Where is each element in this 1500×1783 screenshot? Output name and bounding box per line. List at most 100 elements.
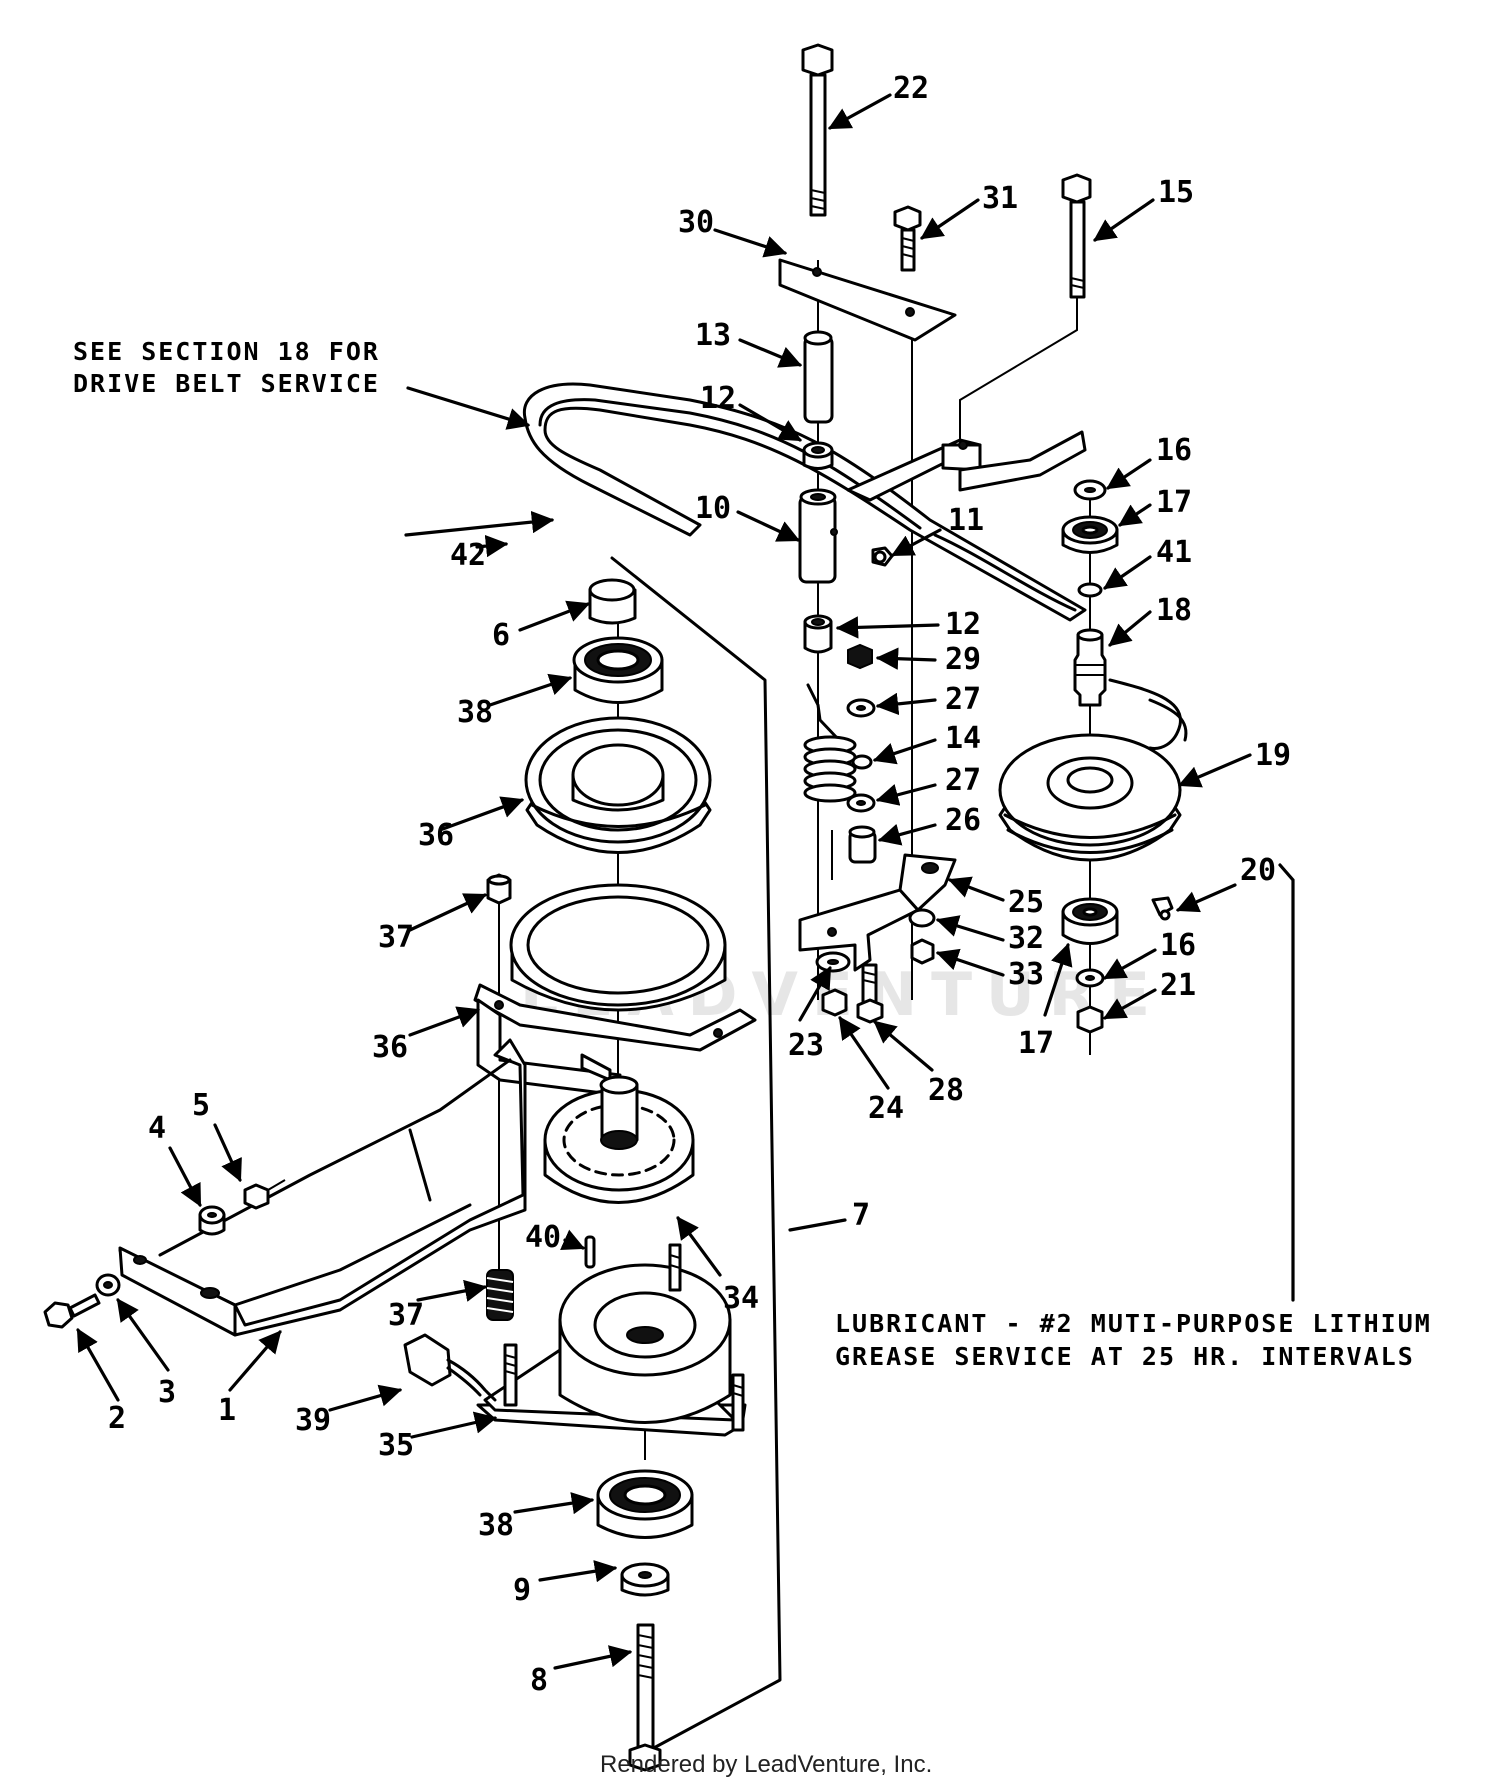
- callout-33: 33: [1008, 957, 1044, 992]
- connector-39: [403, 1333, 497, 1402]
- bolt-31: [893, 205, 922, 272]
- callout-26: 26: [945, 803, 981, 838]
- callout-39: 39: [295, 1403, 331, 1438]
- callout-32: 32: [1008, 921, 1044, 956]
- callout-30: 30: [678, 205, 714, 240]
- callout-9: 9: [513, 1573, 531, 1608]
- lubricant-note: LUBRICANT - #2 MUTI-PURPOSE LITHIUM GREA…: [835, 1309, 1432, 1371]
- washer-16-top: [1073, 479, 1107, 501]
- callout-17-top: 17: [1156, 485, 1192, 520]
- spacer-26: [848, 825, 877, 864]
- washer-32: [908, 908, 936, 928]
- callout-36-bracket: 36: [372, 1030, 408, 1065]
- callout-7: 7: [852, 1198, 870, 1233]
- callout-29: 29: [945, 642, 981, 677]
- grease-fitting-11: [871, 546, 894, 567]
- belt-note-line-1: SEE SECTION 18 FOR: [73, 337, 380, 366]
- callout-38-bottom: 38: [478, 1508, 514, 1543]
- callout-19: 19: [1255, 738, 1291, 773]
- callout-6: 6: [492, 618, 510, 653]
- bolt-22: [801, 43, 834, 217]
- footer-credit: Rendered by LeadVenture, Inc.: [600, 1751, 932, 1778]
- washer-27-upper: [846, 698, 876, 718]
- callout-2: 2: [108, 1401, 126, 1436]
- pulley-19: [998, 733, 1182, 862]
- callout-38-top: 38: [457, 695, 493, 730]
- callout-13: 13: [695, 318, 731, 353]
- spacer-13: [803, 330, 834, 424]
- washer-23: [815, 951, 851, 973]
- callout-1: 1: [218, 1393, 236, 1428]
- callout-37-spring: 37: [388, 1298, 424, 1333]
- callout-12-top: 12: [700, 381, 736, 416]
- washer-16-bottom: [1075, 968, 1105, 988]
- callout-16-top: 16: [1156, 433, 1192, 468]
- callout-27-upper: 27: [945, 682, 981, 717]
- washer-9: [620, 1562, 670, 1597]
- callout-31: 31: [982, 181, 1018, 216]
- lubricant-note-line-1: LUBRICANT - #2 MUTI-PURPOSE LITHIUM: [835, 1309, 1432, 1338]
- clutch-armature-34: [543, 1075, 695, 1204]
- callout-37-top: 37: [378, 920, 414, 955]
- callout-5: 5: [192, 1088, 210, 1123]
- plate-30: [778, 258, 957, 342]
- field-coil-35: [476, 1243, 747, 1437]
- pin-40: [584, 1235, 596, 1269]
- callout-20: 20: [1240, 853, 1276, 888]
- snap-ring-41: [1077, 582, 1103, 598]
- callout-4: 4: [148, 1111, 166, 1146]
- nut-24: [821, 988, 848, 1017]
- leader-arrows: [76, 93, 1295, 1670]
- callout-12-bottom: 12: [945, 607, 981, 642]
- callout-28: 28: [928, 1073, 964, 1108]
- callout-36-top: 36: [418, 818, 454, 853]
- callout-42: 42: [450, 538, 486, 573]
- callout-27-lower: 27: [945, 763, 981, 798]
- callout-24: 24: [868, 1091, 904, 1126]
- callout-17-bottom: 17: [1018, 1026, 1054, 1061]
- callout-34: 34: [723, 1281, 759, 1316]
- bearing-38-bottom: [596, 1469, 694, 1539]
- shaft-18: [1073, 628, 1107, 707]
- callout-21: 21: [1160, 968, 1196, 1003]
- callout-18: 18: [1156, 593, 1192, 628]
- bracket-25: [798, 853, 957, 972]
- callout-8: 8: [530, 1663, 548, 1698]
- bearing-17-bottom: [1061, 897, 1119, 945]
- lubricant-note-line-2: GREASE SERVICE AT 25 HR. INTERVALS: [835, 1342, 1415, 1371]
- bolt-8: [628, 1623, 662, 1772]
- frame-outline-7: [610, 556, 782, 1752]
- grease-fitting-20: [1151, 896, 1174, 921]
- mounting-bracket-1: [118, 1038, 612, 1337]
- nut-21: [1076, 1005, 1104, 1034]
- callout-14: 14: [945, 721, 981, 756]
- clutch-bracket-36: [473, 883, 757, 1097]
- washer-27-lower: [846, 793, 876, 813]
- callout-15: 15: [1158, 175, 1194, 210]
- idler-arm: [846, 430, 1087, 502]
- callout-16-bottom: 16: [1160, 928, 1196, 963]
- callout-25: 25: [1008, 885, 1044, 920]
- belt-note-line-2: DRIVE BELT SERVICE: [73, 369, 380, 398]
- bolt-15: [1061, 173, 1092, 299]
- nut-5: [243, 1183, 270, 1210]
- callout-41: 41: [1156, 535, 1192, 570]
- axis-line-5: [267, 1179, 286, 1191]
- spacer-6: [588, 578, 637, 625]
- callout-40: 40: [525, 1220, 561, 1255]
- spring-14: [803, 683, 860, 803]
- bearing-17-top: [1061, 515, 1119, 554]
- callout-3: 3: [158, 1375, 176, 1410]
- washer-3: [95, 1273, 121, 1297]
- belt-service-note: SEE SECTION 18 FOR DRIVE BELT SERVICE: [73, 337, 380, 398]
- bushing-12-bottom: [803, 614, 833, 654]
- callout-10: 10: [695, 491, 731, 526]
- callout-labels: 22 30 31 15 13 12 10 11 12 29 27 14 27 2…: [108, 71, 1291, 1698]
- bushing-12-top: [802, 441, 834, 470]
- callout-22: 22: [893, 71, 929, 106]
- small-washer-14: [851, 754, 873, 770]
- bolt-28: [856, 963, 884, 1024]
- bolt-2: [43, 1293, 101, 1329]
- callout-35: 35: [378, 1428, 414, 1463]
